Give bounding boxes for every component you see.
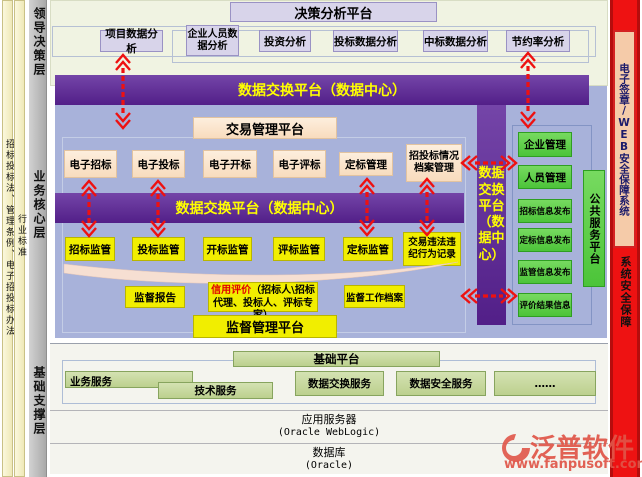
trade-box-zhaobiao: 电子招标 — [64, 150, 117, 178]
fanpu-logo-icon — [502, 434, 530, 462]
app-server-row: 应用服务器 (Oracle WebLogic) — [50, 413, 608, 439]
base-box-exchange: 数据交换服务 — [295, 371, 384, 396]
supervise-report-box: 监督报告 — [125, 286, 185, 308]
base-box-more: …… — [494, 371, 596, 396]
trade-box-dingbiao: 定标管理 — [339, 152, 393, 176]
watermark-site: www.fanpusoft.com — [504, 457, 642, 472]
swoosh-ribbon — [63, 261, 459, 284]
trade-box-archive: 招投标情况档案管理 — [406, 144, 462, 182]
trade-box-toubiao: 电子投标 — [132, 150, 185, 178]
regulations-strip: 招标投标法、管理条例、电子招投标办法 — [2, 0, 14, 477]
public-box-personnel: 人员管理 — [518, 165, 572, 189]
layer-label-decision: 领导决策层 — [32, 7, 46, 77]
exchange-bar-vertical: 数据交换平台（数据中心） — [477, 105, 506, 325]
system-security-label: 系统安全保障 — [619, 256, 632, 328]
supervise-box-dingbiao: 定标监管 — [343, 237, 393, 261]
public-service-vertical-label: 公共服务平台 — [583, 170, 605, 287]
database-row: 数据库 (Oracle) — [50, 446, 608, 472]
supervise-box-toubiao: 投标监管 — [132, 237, 185, 261]
regulations-label: 招标投标法、管理条例、电子招投标办法 — [4, 139, 14, 337]
analysis-box-win-data: 中标数据分析 — [423, 30, 488, 52]
layer-label-base: 基础支撑层 — [32, 366, 46, 436]
layer-rail — [29, 0, 47, 477]
database-label: 数据库 — [312, 446, 346, 459]
public-box-enterprise: 企业管理 — [518, 132, 572, 157]
supervise-box-violation: 交易违法违纪行为记录 — [403, 232, 461, 266]
trade-box-pingbiao: 电子评标 — [273, 150, 326, 178]
decision-panel-outline — [52, 26, 596, 57]
esign-security-label: 电子签章/WEB安全保障系统 — [613, 30, 636, 248]
app-server-detail: (Oracle WebLogic) — [277, 426, 381, 438]
analysis-box-personnel: 企业人员数据分析 — [186, 25, 239, 56]
exchange-bar-top: 数据交换平台（数据中心） — [55, 75, 589, 105]
watermark-brand: 泛普软件 — [530, 434, 635, 464]
divider-database — [50, 443, 608, 444]
database-detail: (Oracle) — [304, 459, 354, 471]
divider-appserver — [50, 410, 608, 411]
analysis-box-saving: 节约率分析 — [506, 30, 570, 52]
credit-evaluation-box: 信用评价（招标人\招标代理、投标人、评标专家） — [208, 282, 318, 321]
decision-platform-title: 决策分析平台 — [230, 2, 437, 22]
credit-evaluation-highlight: 信用评价 — [211, 285, 252, 296]
trade-box-kaibiao: 电子开标 — [203, 150, 257, 178]
exchange-bar-mid: 数据交换平台（数据中心） — [55, 193, 464, 223]
supervise-platform-title: 监督管理平台 — [193, 315, 337, 338]
base-box-security: 数据安全服务 — [396, 371, 486, 396]
supervise-box-pingbiao: 评标监管 — [273, 237, 325, 261]
analysis-box-bid-data: 投标数据分析 — [333, 30, 398, 52]
public-box-eval-result: 评价结果信息 — [518, 293, 572, 317]
app-server-label: 应用服务器 — [301, 413, 357, 426]
public-box-award-info: 定标信息发布 — [518, 228, 572, 252]
trade-platform-title: 交易管理平台 — [193, 117, 337, 139]
supervise-box-kaibiao: 开标监管 — [203, 237, 252, 261]
layer-label-core: 业务核心层 — [32, 170, 46, 240]
industry-standard-strip: 行业标准 — [14, 0, 26, 477]
public-box-bid-info: 招标信息发布 — [518, 199, 572, 223]
analysis-box-invest: 投资分析 — [259, 30, 311, 52]
industry-standard-label: 行业标准 — [16, 214, 26, 258]
analysis-box-project: 项目数据分析 — [100, 28, 163, 55]
base-box-tech: 技术服务 — [158, 382, 273, 399]
public-box-supervise-info: 监管信息发布 — [518, 260, 572, 284]
supervise-archive-box: 监督工作档案 — [344, 285, 405, 308]
base-platform-title: 基础平台 — [233, 351, 440, 367]
